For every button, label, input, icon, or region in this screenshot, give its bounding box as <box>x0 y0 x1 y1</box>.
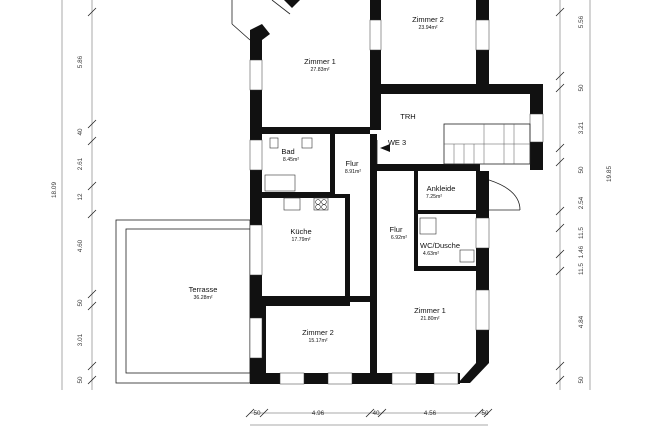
doors-and-stair <box>376 123 531 211</box>
room-zimmer1-bottom-name: Zimmer 1 <box>414 306 446 315</box>
room-zimmer2-top-area: 23.94m² <box>418 25 437 31</box>
room-terrasse-area: 36.28m² <box>193 295 212 301</box>
dim-bottom-1: 50 <box>253 410 261 417</box>
room-zimmer2-top-name: Zimmer 2 <box>412 15 444 24</box>
room-terrasse-name: Terrasse <box>189 285 218 294</box>
dim-bottom-5: 50 <box>481 410 489 417</box>
dim-right-total: 19.85 <box>606 166 613 182</box>
fixtures <box>264 137 475 263</box>
room-kueche-area: 17.79m² <box>291 237 310 243</box>
room-we3-name: WE 3 <box>388 138 406 147</box>
dim-right-6: 11.5 <box>578 227 585 239</box>
walls <box>231 0 543 384</box>
room-zimmer2-bottom-name: Zimmer 2 <box>302 328 334 337</box>
room-flur-lower-name: Flur <box>390 225 403 234</box>
dim-right-10: 50 <box>578 376 585 384</box>
room-ankleide-area: 7.25m² <box>426 194 442 200</box>
terrace-outline <box>115 219 251 384</box>
room-bad-area: 8.45m² <box>283 157 299 163</box>
right-dimension-labels: 5.56 50 3.21 50 2.54 11.5 1.46 11.5 4.84… <box>578 15 613 383</box>
room-flur-lower-area: 6.92m² <box>391 235 407 241</box>
dim-bottom-4: 4.56 <box>424 410 437 417</box>
windows <box>249 19 544 385</box>
dim-bottom-3: 40 <box>372 410 380 417</box>
dim-right-9: 4.84 <box>578 315 585 328</box>
room-bad-name: Bad <box>281 147 294 156</box>
room-kueche-name: Küche <box>290 227 311 236</box>
room-flur-upper-name: Flur <box>346 159 359 168</box>
room-flur-upper-area: 8.91m² <box>345 169 361 175</box>
room-wcdusche-name: WC/Dusche <box>420 241 460 250</box>
dim-right-2: 50 <box>578 84 585 92</box>
left-dimension-labels: 5.86 40 2.61 12 4.60 50 3.01 50 18.09 <box>51 55 84 383</box>
dim-left-6: 50 <box>77 299 84 307</box>
dim-left-2: 40 <box>77 128 84 136</box>
room-zimmer1-top-name: Zimmer 1 <box>304 57 336 66</box>
dim-left-total: 18.09 <box>51 182 58 198</box>
dim-left-5: 4.60 <box>77 239 84 252</box>
room-zimmer1-bottom-area: 21.80m² <box>420 316 439 322</box>
room-trh-name: TRH <box>400 112 415 121</box>
room-labels: Zimmer 2 23.94m² Zimmer 1 27.83m² TRH WE… <box>189 15 460 344</box>
dim-right-7: 1.46 <box>578 245 585 258</box>
dim-right-5: 2.54 <box>578 196 585 209</box>
dim-left-8: 50 <box>77 376 84 384</box>
dim-right-8: 11.5 <box>578 263 585 275</box>
room-wcdusche-area: 4.63m² <box>423 251 439 257</box>
dim-bottom-2: 4.96 <box>312 410 325 417</box>
dim-left-4: 12 <box>77 193 84 201</box>
room-zimmer2-bottom-area: 15.17m² <box>308 338 327 344</box>
room-zimmer1-top-area: 27.83m² <box>310 67 329 73</box>
dimension-lines <box>61 0 591 426</box>
dim-right-3: 3.21 <box>578 121 585 134</box>
bottom-dimension-labels: 50 4.96 40 4.56 50 <box>253 410 489 417</box>
dim-right-1: 5.56 <box>578 15 585 28</box>
dim-right-4: 50 <box>578 166 585 174</box>
dim-left-3: 2.61 <box>77 157 84 170</box>
dim-left-1: 5.86 <box>77 55 84 68</box>
room-ankleide-name: Ankleide <box>427 184 456 193</box>
dim-left-7: 3.01 <box>77 333 84 346</box>
